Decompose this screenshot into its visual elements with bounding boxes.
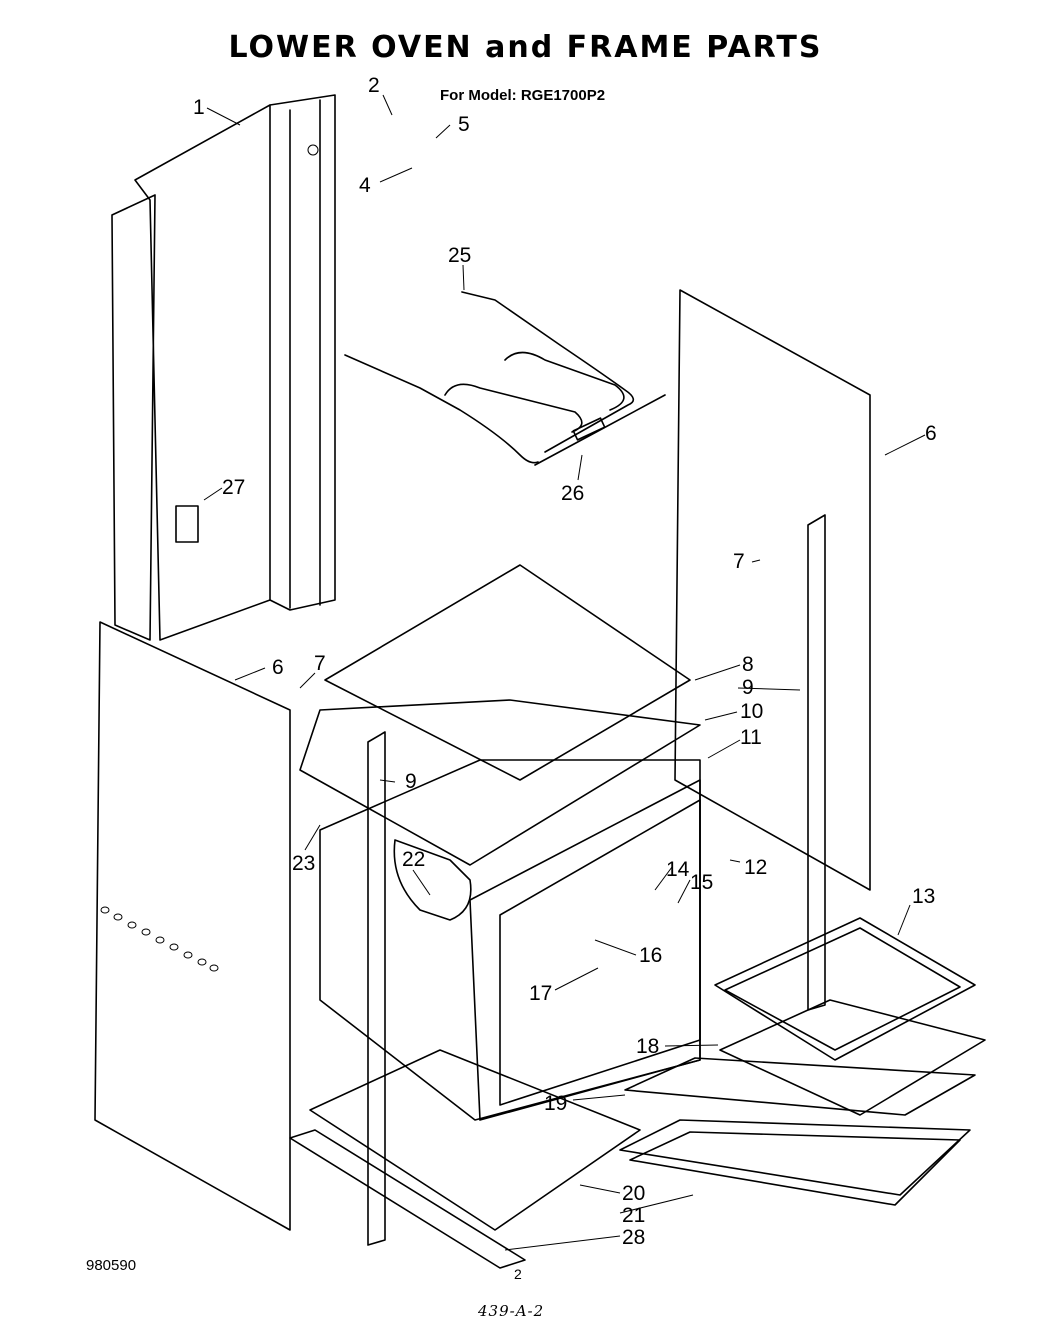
frame-channel-left [367, 731, 386, 1246]
handwritten-note: 439-A-2 [478, 1302, 545, 1320]
left-side-panel [94, 621, 291, 1231]
callout-17: 17 [529, 982, 552, 1005]
callout-28: 28 [622, 1226, 645, 1249]
callout-labels: 1 2 5 4 25 26 6 27 7 6 7 8 9 10 11 9 23 … [193, 74, 937, 1249]
drawing-number: 980590 [86, 1257, 137, 1274]
right-side-panel [674, 289, 871, 891]
callout-7-right: 7 [733, 550, 745, 573]
callout-5: 5 [458, 113, 470, 136]
callout-16: 16 [639, 944, 662, 967]
callout-15: 15 [690, 871, 713, 894]
callout-26: 26 [561, 482, 584, 505]
callout-12: 12 [744, 856, 767, 879]
callout-25: 25 [448, 244, 471, 267]
callout-19: 19 [544, 1092, 567, 1115]
page-number: 2 [514, 1266, 522, 1282]
callout-14: 14 [666, 858, 690, 881]
oven-racks [619, 1057, 976, 1206]
callout-9-right: 9 [742, 676, 754, 699]
callout-18: 18 [636, 1035, 659, 1058]
frame-channel-right [807, 514, 826, 1011]
side-frame-panel [111, 94, 336, 641]
callout-7-left: 7 [314, 652, 326, 675]
callout-23: 23 [292, 852, 315, 875]
callout-4: 4 [359, 174, 371, 197]
callout-6-right: 6 [925, 422, 937, 445]
model-number: For Model: RGE1700P2 [440, 87, 606, 104]
callout-10: 10 [740, 700, 763, 723]
bake-element [344, 291, 666, 466]
callout-13: 13 [912, 885, 935, 908]
callout-1: 1 [193, 96, 205, 119]
oven-cavity [319, 759, 701, 1121]
page-title: LOWER OVEN and FRAME PARTS [228, 30, 823, 65]
callout-11: 11 [740, 726, 762, 749]
oven-top-panel [299, 564, 701, 866]
callout-27: 27 [222, 476, 245, 499]
callout-9-left: 9 [405, 770, 417, 793]
callout-21: 21 [622, 1204, 645, 1227]
broiler-pan [714, 917, 986, 1116]
callout-22: 22 [402, 848, 425, 871]
callout-2: 2 [368, 74, 380, 97]
callout-6-left: 6 [272, 656, 284, 679]
bottom-pan [289, 1049, 641, 1269]
leader-lines [203, 94, 926, 1251]
callout-8: 8 [742, 653, 754, 676]
callout-20: 20 [622, 1182, 645, 1205]
